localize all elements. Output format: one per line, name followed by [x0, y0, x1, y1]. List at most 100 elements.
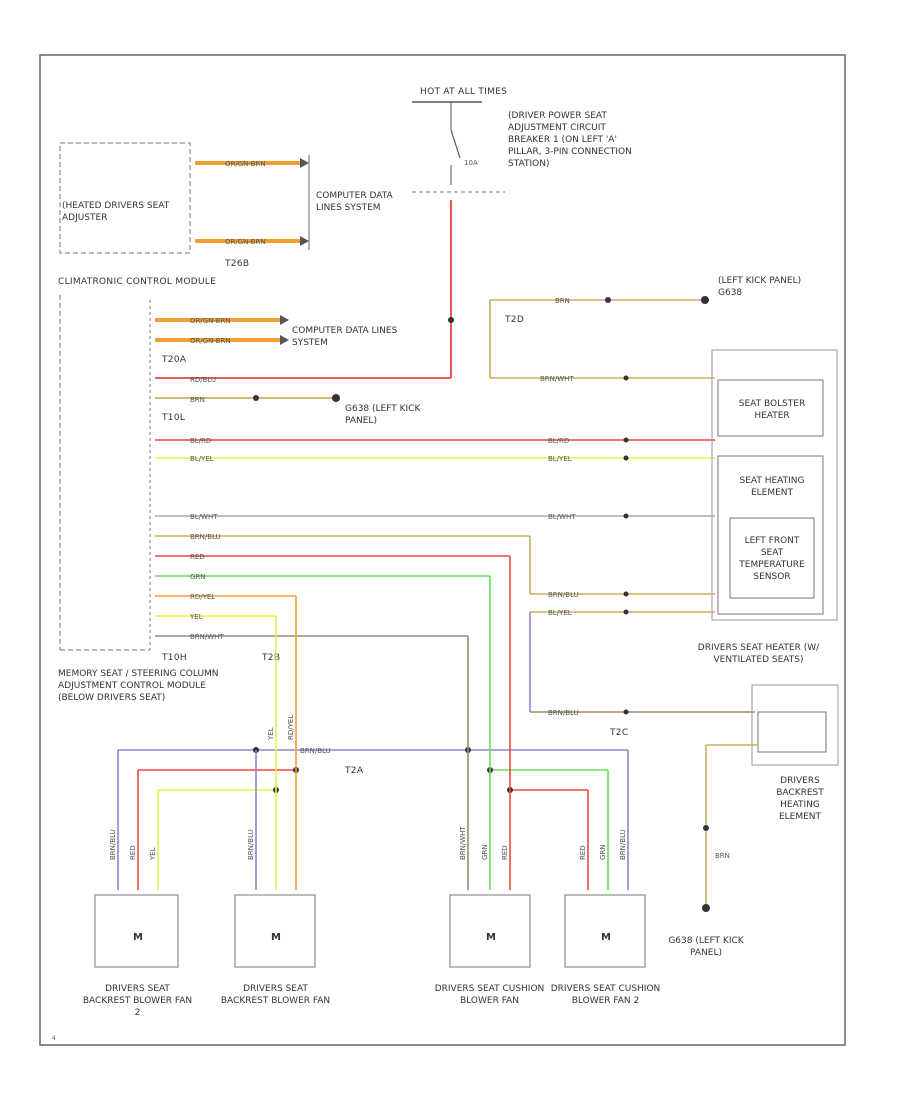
fan2-label: DRIVERS SEAT BACKREST BLOWER FAN [220, 984, 331, 1006]
wire-label-bolster-yellow-2: BL/YEL [548, 455, 572, 463]
wire-label-bolster-yellow: BL/YEL [190, 455, 214, 463]
backrest-heater-box [757, 711, 827, 753]
driver-power-seat-cb-label: (DRIVER POWER SEAT ADJUSTMENT CIRCUIT BR… [508, 111, 632, 169]
hot-at-all-times-label: HOT AT ALL TIMES [420, 87, 507, 97]
arrow-canl-climatronic [280, 335, 289, 345]
splice-power [448, 317, 454, 323]
wire-label-canl-adjuster: OR/GN-BRN [225, 238, 266, 246]
wire-label-fan1-yellow: YEL [149, 847, 157, 861]
wire-label-fan-brown2: BRN/WHT [190, 633, 224, 641]
seat-bolster-heater-box [717, 379, 824, 437]
wire-label-fan4-blue: BRN/BLU [619, 829, 627, 860]
splice-top-ground [605, 297, 611, 303]
diagram-border [39, 54, 846, 1046]
wire-label-temp-sensor: BL/WHT [190, 513, 218, 521]
wire-label-bolster-red-2: BL/RD [548, 437, 569, 445]
computer-data-lines-label-1: COMPUTER DATA LINES SYSTEM [316, 191, 393, 213]
wire-label-fan-green: GRN [190, 573, 206, 581]
fan2-box [234, 894, 316, 968]
fan1-label: DRIVERS SEAT BACKREST BLOWER FAN 2 [82, 984, 193, 1018]
fan1-motor-symbol: M [133, 932, 143, 943]
wire-label-fan3-green: GRN [481, 844, 489, 860]
wire-label-temp-2: BL/WHT [548, 513, 576, 521]
fuse-rating-label: 10A [464, 159, 478, 167]
connector-t2-fans-b: T2A [344, 766, 364, 776]
seat-bolster-heater-label: SEAT BOLSTER HEATER [738, 399, 806, 421]
wire-label-canl-climatronic: OR/GN-BRN [190, 337, 231, 345]
splice-backrest-ground [703, 825, 709, 831]
connector-pin-backrest [623, 709, 629, 715]
connector-t2-fans-a: T2B [261, 653, 280, 663]
wire-label-fan-bus: BRN/BLU [300, 747, 331, 755]
connector-pin-element [623, 591, 629, 597]
wire-label-element: BRN/BLU [548, 591, 579, 599]
computer-data-lines-label-2: COMPUTER DATA LINES SYSTEM [292, 326, 398, 348]
wire-label-fan-red: RED [190, 553, 205, 561]
fan3-label: DRIVERS SEAT CUSHION BLOWER FAN [434, 984, 545, 1006]
fan2-motor-symbol: M [271, 932, 281, 943]
wire-label-fan2-blue: BRN/BLU [247, 829, 255, 860]
ground-left-kick-bottom-label: G638 (LEFT KICK PANEL) [668, 936, 744, 958]
breaker-label-box: (DRIVER POWER SEAT ADJUSTMENT CIRCUIT BR… [508, 111, 632, 169]
ground-left-kick-top-label: (LEFT KICK PANEL) G638 [718, 276, 802, 298]
wire-label-fan4-red: RED [579, 845, 587, 860]
wire-label-canh-adjuster: OR/GN-BRN [225, 160, 266, 168]
wire-label-fan1-red: RED [129, 845, 137, 860]
wire-label-fan-yellow: YEL [189, 613, 203, 621]
wire-label-canh-climatronic: OR/GN-BRN [190, 317, 231, 325]
wire-label-fan2-yellow: YEL [267, 727, 275, 741]
backrest-heater-frame [751, 684, 839, 766]
left-front-temp-sensor-label: LEFT FRONT SEAT TEMPERATURE SENSOR [739, 536, 805, 582]
wire-label-fan-brown: BRN/BLU [190, 533, 221, 541]
wire-label-backrest: BRN/BLU [548, 709, 579, 717]
splice-ground-mid-1 [253, 395, 259, 401]
drivers-backrest-heating-label: DRIVERS BACKREST HEATING ELEMENT [776, 776, 824, 822]
diagram-footer-id: 4 [52, 1035, 56, 1042]
seat-heating-element-box [717, 455, 824, 615]
wire-label-fan-orange: RD/YEL [190, 593, 215, 601]
wire-label-backrest-ground: BRN [715, 852, 730, 860]
ground-left-kick-mid-label: G638 (LEFT KICK PANEL) [345, 404, 421, 426]
fan4-label: DRIVERS SEAT CUSHION BLOWER FAN 2 [550, 984, 661, 1006]
fan4-motor-symbol: M [601, 932, 611, 943]
wire-label-ground-mid: BRN [190, 396, 205, 404]
connector-pin-bolster-yel [623, 455, 629, 461]
wire-label-bolster-ground: BRN/WHT [540, 375, 574, 383]
drivers-seat-heater-label: DRIVERS SEAT HEATER (W/ VENTILATED SEATS… [697, 643, 820, 665]
fan3-box [449, 894, 531, 968]
wire-label-fan3-red: RED [501, 845, 509, 860]
heated-drivers-seat-adjuster-label: (HEATED DRIVERS SEAT ADJUSTER [62, 201, 170, 223]
connector-t2-top: T2D [504, 315, 524, 325]
arrow-canh-adjuster [300, 158, 309, 168]
fan3-motor-symbol: M [486, 932, 496, 943]
wire-label-element-2: BL/YEL [548, 609, 572, 617]
wire-label-fan4-green: GRN [599, 844, 607, 860]
connector-t10l: T10L [161, 413, 185, 423]
drivers-seat-heater-frame [711, 349, 838, 621]
breaker-switch [450, 129, 461, 159]
memory-seat-module-label: MEMORY SEAT / STEERING COLUMN ADJUSTMENT… [58, 669, 219, 703]
connector-t10h: T10H [161, 653, 187, 663]
wire-label-fan2-orange: RD/YEL [287, 715, 295, 740]
connector-t2-backrest: T2C [609, 728, 628, 738]
connector-pin-bolster-gnd [623, 375, 629, 381]
wire-label-power: RD/BLU [190, 376, 216, 384]
connector-t26b: T26B [224, 259, 249, 269]
wire-label-fan1-blue: BRN/BLU [109, 829, 117, 860]
connector-t20a: T20A [161, 355, 187, 365]
wire-label-top-ground: BRN [555, 297, 570, 305]
arrow-canh-climatronic [280, 315, 289, 325]
ground-g638-mid [332, 394, 340, 402]
ground-g638-bottom [702, 904, 710, 912]
wire-label-bolster-red: BL/RD [190, 437, 211, 445]
connector-pin-temp [623, 513, 629, 519]
connector-pin-element-2 [623, 609, 629, 615]
wire-label-fan3-brown: BRN/WHT [459, 826, 467, 860]
ground-g638-top [701, 296, 709, 304]
arrow-canl-adjuster [300, 236, 309, 246]
temp-sensor-box [729, 517, 815, 599]
fan4-box [564, 894, 646, 968]
climatronic-label: CLIMATRONIC CONTROL MODULE [58, 277, 216, 287]
seat-heating-element-label: SEAT HEATING ELEMENT [739, 476, 805, 498]
